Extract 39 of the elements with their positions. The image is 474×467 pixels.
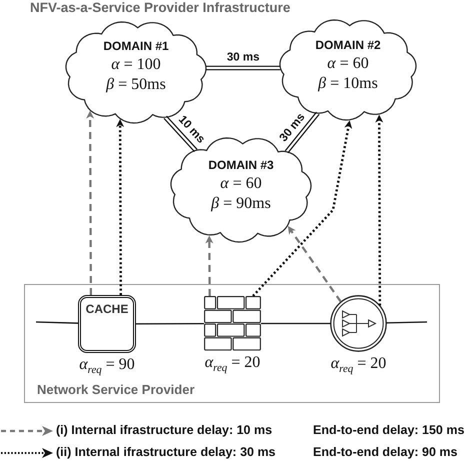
- parameter-label: α = 100: [111, 55, 161, 75]
- arrow: [375, 114, 384, 306]
- panel-title: Network Service Provider: [37, 382, 195, 397]
- cache-box: [78, 295, 136, 353]
- double-link-line: [163, 116, 198, 152]
- parameter-label: β = 90ms: [211, 194, 271, 214]
- arrow: [252, 120, 352, 297]
- provider-panel: [24, 284, 440, 403]
- requirement-label: α$_{req}$ = 20: [330, 354, 386, 373]
- domain-title: DOMAIN #3: [208, 157, 274, 174]
- connector-line: [386, 321, 428, 324]
- double-link-line: [284, 112, 320, 154]
- arrow: [205, 235, 214, 296]
- node-label: CACHE: [86, 302, 128, 316]
- connector-line: [136, 322, 204, 325]
- edge-label: 10 ms: [175, 114, 207, 147]
- legend-label: (i) Internal ifrastructure delay: 10 ms: [56, 423, 272, 438]
- requirement-label: α$_{req}$ = 20: [204, 353, 260, 372]
- domain-title: DOMAIN #2: [315, 37, 381, 54]
- diagram-title: NFV-as-a-Service Provider Infrastructure: [30, 0, 290, 16]
- connector-line: [261, 322, 330, 324]
- parameter-label: β = 10ms: [318, 74, 378, 94]
- edge-label: 30 ms: [226, 51, 260, 64]
- parameter-label: α = 60: [220, 174, 262, 194]
- arrow: [288, 226, 342, 302]
- double-link-line: [205, 66, 281, 70]
- arrow: [86, 110, 94, 295]
- legend-label: (ii) Internal ifrastructure delay: 30 ms: [56, 445, 276, 460]
- arrow: [116, 119, 124, 295]
- merge-icon: [330, 295, 387, 352]
- requirement-label: α$_{req}$ = 90: [79, 355, 135, 374]
- delay-note: End-to-end delay: 90 ms: [313, 445, 458, 460]
- edge-label: 30 ms: [277, 112, 308, 146]
- delay-note: End-to-end delay: 150 ms: [313, 423, 464, 438]
- connector-line: [36, 321, 78, 324]
- parameter-label: β = 50ms: [106, 75, 166, 95]
- brick-wall-icon: [204, 296, 261, 351]
- domain-title: DOMAIN #1: [103, 38, 169, 55]
- parameter-label: α = 60: [327, 54, 369, 74]
